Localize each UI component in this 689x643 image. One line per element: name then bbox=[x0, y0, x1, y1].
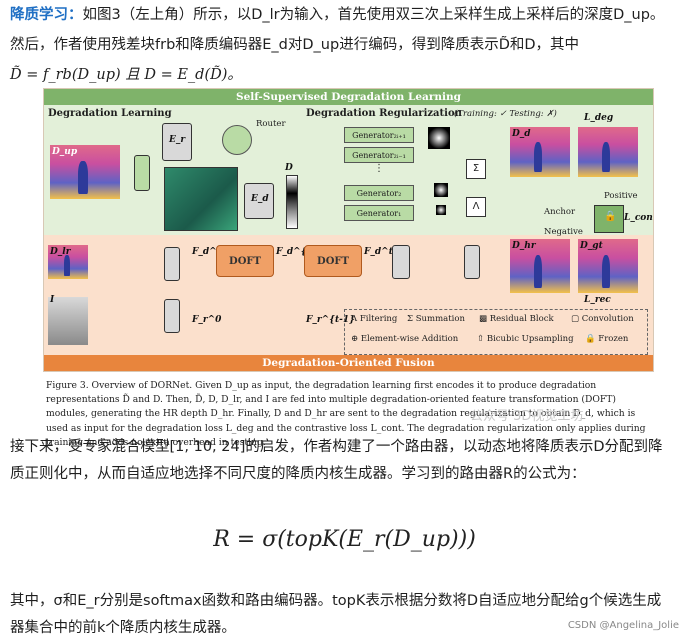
negative-label: Negative bbox=[544, 227, 583, 237]
anchor-label: Anchor bbox=[544, 207, 576, 217]
watermark: 公众号·3D视觉工坊 bbox=[470, 409, 584, 424]
lock-icon: 🔒 bbox=[604, 211, 617, 222]
kernel-image-3 bbox=[436, 205, 446, 215]
generator-box-4: Generator₁ bbox=[344, 205, 414, 221]
training-testing-note: (Training: ✓ Testing: ✗) bbox=[454, 109, 557, 119]
legend-summation-text: Summation bbox=[415, 314, 465, 324]
doft-module-1: DOFT bbox=[216, 245, 274, 277]
dgt-image bbox=[578, 239, 638, 293]
fdt-label: F_d^t bbox=[364, 247, 393, 257]
legend-convolution: ▢ Convolution bbox=[571, 314, 634, 324]
residual-block bbox=[134, 155, 150, 191]
figure-caption: Figure 3. Overview of DORNet. Given D_up… bbox=[46, 380, 646, 448]
d-vector bbox=[286, 175, 298, 229]
kernel-image-2 bbox=[434, 183, 448, 197]
er-label: E_r bbox=[169, 135, 186, 145]
intro-line1-text: 如图3（左上角）所示，以D_lr为输入，首先使用双三次上采样生成上采样后的深度D… bbox=[82, 6, 665, 23]
csdn-footer: CSDN @Angelina_Jolie bbox=[567, 620, 679, 631]
intro-line2-text: 然后，作者使用残差块frb和降质编码器E_d对D_up进行编码，得到降质表示D̃… bbox=[10, 36, 580, 53]
ldeg-label: L_deg bbox=[584, 113, 614, 123]
dup-label: D_up bbox=[52, 147, 78, 157]
intro-line-3: D̃ = f_rb(D_up) 且 D = E_d(D̃)。 bbox=[10, 60, 679, 90]
para2-line2: 质正则化中，从而自适应地选择不同尺度的降质内核生成器。学习到的路由器R的公式为： bbox=[10, 466, 586, 482]
para2-line1: 接下来，受专家混合模型[1, 10, 24]的启发，作者构建了一个路由器，以动态… bbox=[10, 439, 663, 455]
dlr-image bbox=[48, 245, 88, 279]
conv-block-3 bbox=[392, 245, 410, 279]
section-degradation-regularization: Degradation Regularization bbox=[306, 108, 462, 119]
positive-label: Positive bbox=[604, 191, 638, 201]
dd-image-1 bbox=[510, 127, 570, 177]
summation-box: Σ bbox=[466, 159, 486, 179]
para3-line2: 器集合中的前k个降质内核生成器。 bbox=[10, 620, 236, 636]
router-formula: R = σ(topK(E_r(D_up))) bbox=[213, 527, 476, 552]
conv-block-2 bbox=[164, 299, 180, 333]
legend-filtering: Λ Filtering bbox=[351, 314, 398, 324]
paragraph-topk: 其中，σ和E_r分别是softmax函数和路由编码器。topK表示根据分数将D自… bbox=[10, 588, 679, 642]
fdt1-label: F_d^{t-1} bbox=[276, 247, 327, 257]
router-icon bbox=[222, 125, 252, 155]
dhr-label: D_hr bbox=[512, 241, 536, 251]
dhr-image bbox=[510, 239, 570, 293]
legend-convolution-text: Convolution bbox=[581, 314, 634, 324]
legend-frozen-text: Frozen bbox=[598, 334, 629, 344]
dgt-label: D_gt bbox=[580, 241, 603, 251]
router-encoder-box: E_r bbox=[162, 123, 192, 161]
kernel-image-1 bbox=[428, 127, 450, 149]
para3-line1: 其中，σ和E_r分别是softmax函数和路由编码器。topK表示根据分数将D自… bbox=[10, 593, 662, 609]
dd-label: D_d bbox=[512, 129, 531, 139]
banner-degradation-fusion: Degradation-Oriented Fusion bbox=[44, 355, 653, 371]
router-label: Router bbox=[256, 119, 286, 129]
figure-legend: Λ Filtering Σ Summation ▩ Residual Block… bbox=[344, 309, 648, 355]
frozen-encoder: 🔒 bbox=[594, 205, 624, 233]
fr0-label: F_r^0 bbox=[192, 315, 222, 325]
lrec-label: L_rec bbox=[584, 295, 611, 305]
dup-image bbox=[50, 145, 120, 199]
d-label: D bbox=[285, 163, 293, 173]
intro-line-1: 降质学习： 如图3（左上角）所示，以D_lr为输入，首先使用双三次上采样生成上采… bbox=[10, 0, 679, 30]
degradation-encoder-box: E_d bbox=[244, 183, 274, 219]
legend-residual-text: Residual Block bbox=[489, 314, 554, 324]
intro-heading: 降质学习： bbox=[10, 6, 83, 23]
degradation-learning-region: Degradation Learning Degradation Regular… bbox=[44, 105, 653, 235]
intro-line-2: 然后，作者使用残差块frb和降质编码器E_d对D_up进行编码，得到降质表示D̃… bbox=[10, 30, 679, 60]
dd-image-2 bbox=[578, 127, 638, 177]
ed-label: E_d bbox=[251, 194, 269, 204]
section-degradation-learning: Degradation Learning bbox=[48, 108, 172, 119]
filtering-box: Λ bbox=[466, 197, 486, 217]
training-label: (Training: ✓ bbox=[454, 109, 507, 119]
legend-summation: Σ Summation bbox=[407, 314, 465, 324]
generator-box-3: Generator₂ bbox=[344, 185, 414, 201]
i-label: I bbox=[50, 295, 55, 305]
fd0-label: F_d^0 bbox=[192, 247, 223, 257]
legend-addition: ⊕ Element-wise Addition bbox=[351, 334, 459, 344]
legend-frozen: 🔒 Frozen bbox=[585, 334, 628, 344]
conv-block-4 bbox=[464, 245, 480, 279]
lcont-label: L_cont bbox=[624, 213, 654, 223]
legend-upsampling-text: Bicubic Upsampling bbox=[486, 334, 574, 344]
legend-filtering-text: Filtering bbox=[359, 314, 398, 324]
intro-paragraph: 降质学习： 如图3（左上角）所示，以D_lr为输入，首先使用双三次上采样生成上采… bbox=[10, 0, 679, 90]
conv-block-1 bbox=[164, 247, 180, 281]
dlr-label: D_lr bbox=[50, 247, 71, 257]
legend-addition-text: Element-wise Addition bbox=[360, 334, 459, 344]
generator-ellipsis: ⋮ bbox=[374, 163, 384, 174]
fusion-region: Negative D_lr I F_d^0 F_r^0 DOFT F_d^{t-… bbox=[44, 227, 653, 355]
dornet-figure: Self-Supervised Degradation Learning Deg… bbox=[43, 88, 654, 372]
paragraph-router: 接下来，受专家混合模型[1, 10, 24]的启发，作者构建了一个路由器，以动态… bbox=[10, 434, 679, 488]
legend-lock-icon: 🔒 bbox=[585, 334, 596, 344]
generator-box-2: Generator₂ᵢ₋₁ bbox=[344, 147, 414, 163]
legend-residual: ▩ Residual Block bbox=[479, 314, 554, 324]
doft-module-2: DOFT bbox=[304, 245, 362, 277]
rgb-image bbox=[48, 297, 88, 345]
generator-box-1: Generator₂ᵢ₊₁ bbox=[344, 127, 414, 143]
banner-self-supervised: Self-Supervised Degradation Learning bbox=[44, 89, 653, 105]
frt1-label: F_r^{t-1} bbox=[306, 315, 355, 325]
testing-label: Testing: ✗) bbox=[509, 109, 557, 119]
dtilde-feature-map bbox=[164, 167, 238, 231]
intro-line3-text: D̃ = f_rb(D_up) 且 D = E_d(D̃)。 bbox=[10, 66, 242, 83]
legend-upsampling: ⇧ Bicubic Upsampling bbox=[477, 334, 574, 344]
